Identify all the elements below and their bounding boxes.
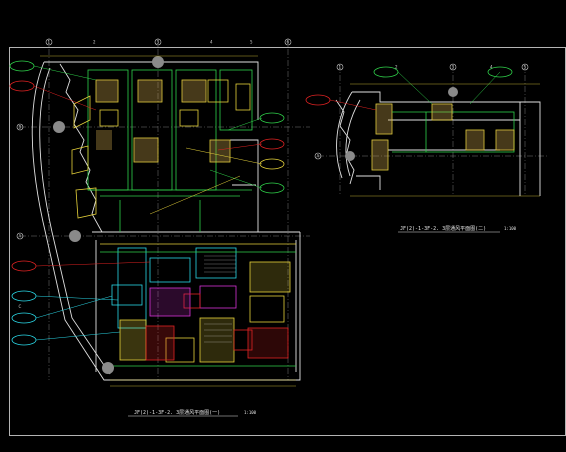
left-leaders	[33, 65, 263, 341]
left-grid-label: 6	[287, 40, 290, 45]
left-markers	[53, 56, 164, 374]
left-grid-label: 4	[210, 40, 213, 45]
right-grid	[318, 64, 548, 196]
right-leaders	[329, 71, 501, 111]
right-markers	[345, 87, 458, 161]
right-grid-bubbles	[314, 63, 529, 160]
right-dimension-ticks	[350, 83, 540, 197]
right-plan-scale: 1:100	[504, 226, 517, 231]
right-ducts	[371, 103, 515, 171]
right-grid-label: 1	[339, 65, 342, 70]
right-grid-label: 4	[490, 65, 493, 70]
drawing-frame	[9, 47, 566, 436]
left-plan-title: JF(2)-1-3F-2. 3层通风平面图(一)	[134, 409, 220, 416]
left-plan-scale: 1:100	[244, 410, 257, 415]
left-dimension-ticks	[40, 55, 296, 387]
right-grid-label: 3	[452, 65, 455, 70]
left-lower-equipment	[100, 243, 296, 367]
left-grid-label: A	[19, 234, 22, 239]
right-grid-label: A	[317, 154, 320, 159]
left-grid	[20, 38, 310, 380]
left-walls	[31, 61, 301, 381]
left-duct-fill	[96, 80, 230, 162]
left-hatching	[204, 255, 236, 343]
left-grid-label: 5	[250, 40, 253, 45]
grid-label-texts: 1 3 6 A B 2 4 5 C 1 2 3 4 5 A	[19, 40, 527, 310]
right-tags	[305, 66, 513, 106]
left-grid-label: 2	[93, 40, 96, 45]
left-duct-system	[87, 69, 253, 232]
left-plan[interactable]: JF(2)-1-3F-2. 3层通风平面图(一) 1:100	[9, 38, 310, 417]
left-lower-fills	[120, 262, 290, 362]
right-grid-label: 2	[395, 65, 398, 70]
right-grid-label: 5	[524, 65, 527, 70]
left-tags	[9, 60, 285, 346]
left-grid-bubbles	[16, 38, 292, 240]
right-duct-fill	[372, 104, 514, 170]
left-grid-label: 1	[48, 40, 51, 45]
left-grid-label: C	[19, 304, 22, 309]
left-grid-label: B	[19, 125, 22, 130]
right-plan-title: JF(2)-1-3F-2. 3层通风平面图(二)	[400, 225, 486, 232]
left-grid-label: 3	[157, 40, 160, 45]
right-plan[interactable]: JF(2)-1-3F-2. 3层通风平面图(二) 1:100	[305, 63, 548, 233]
left-duct-yellow	[71, 79, 251, 219]
